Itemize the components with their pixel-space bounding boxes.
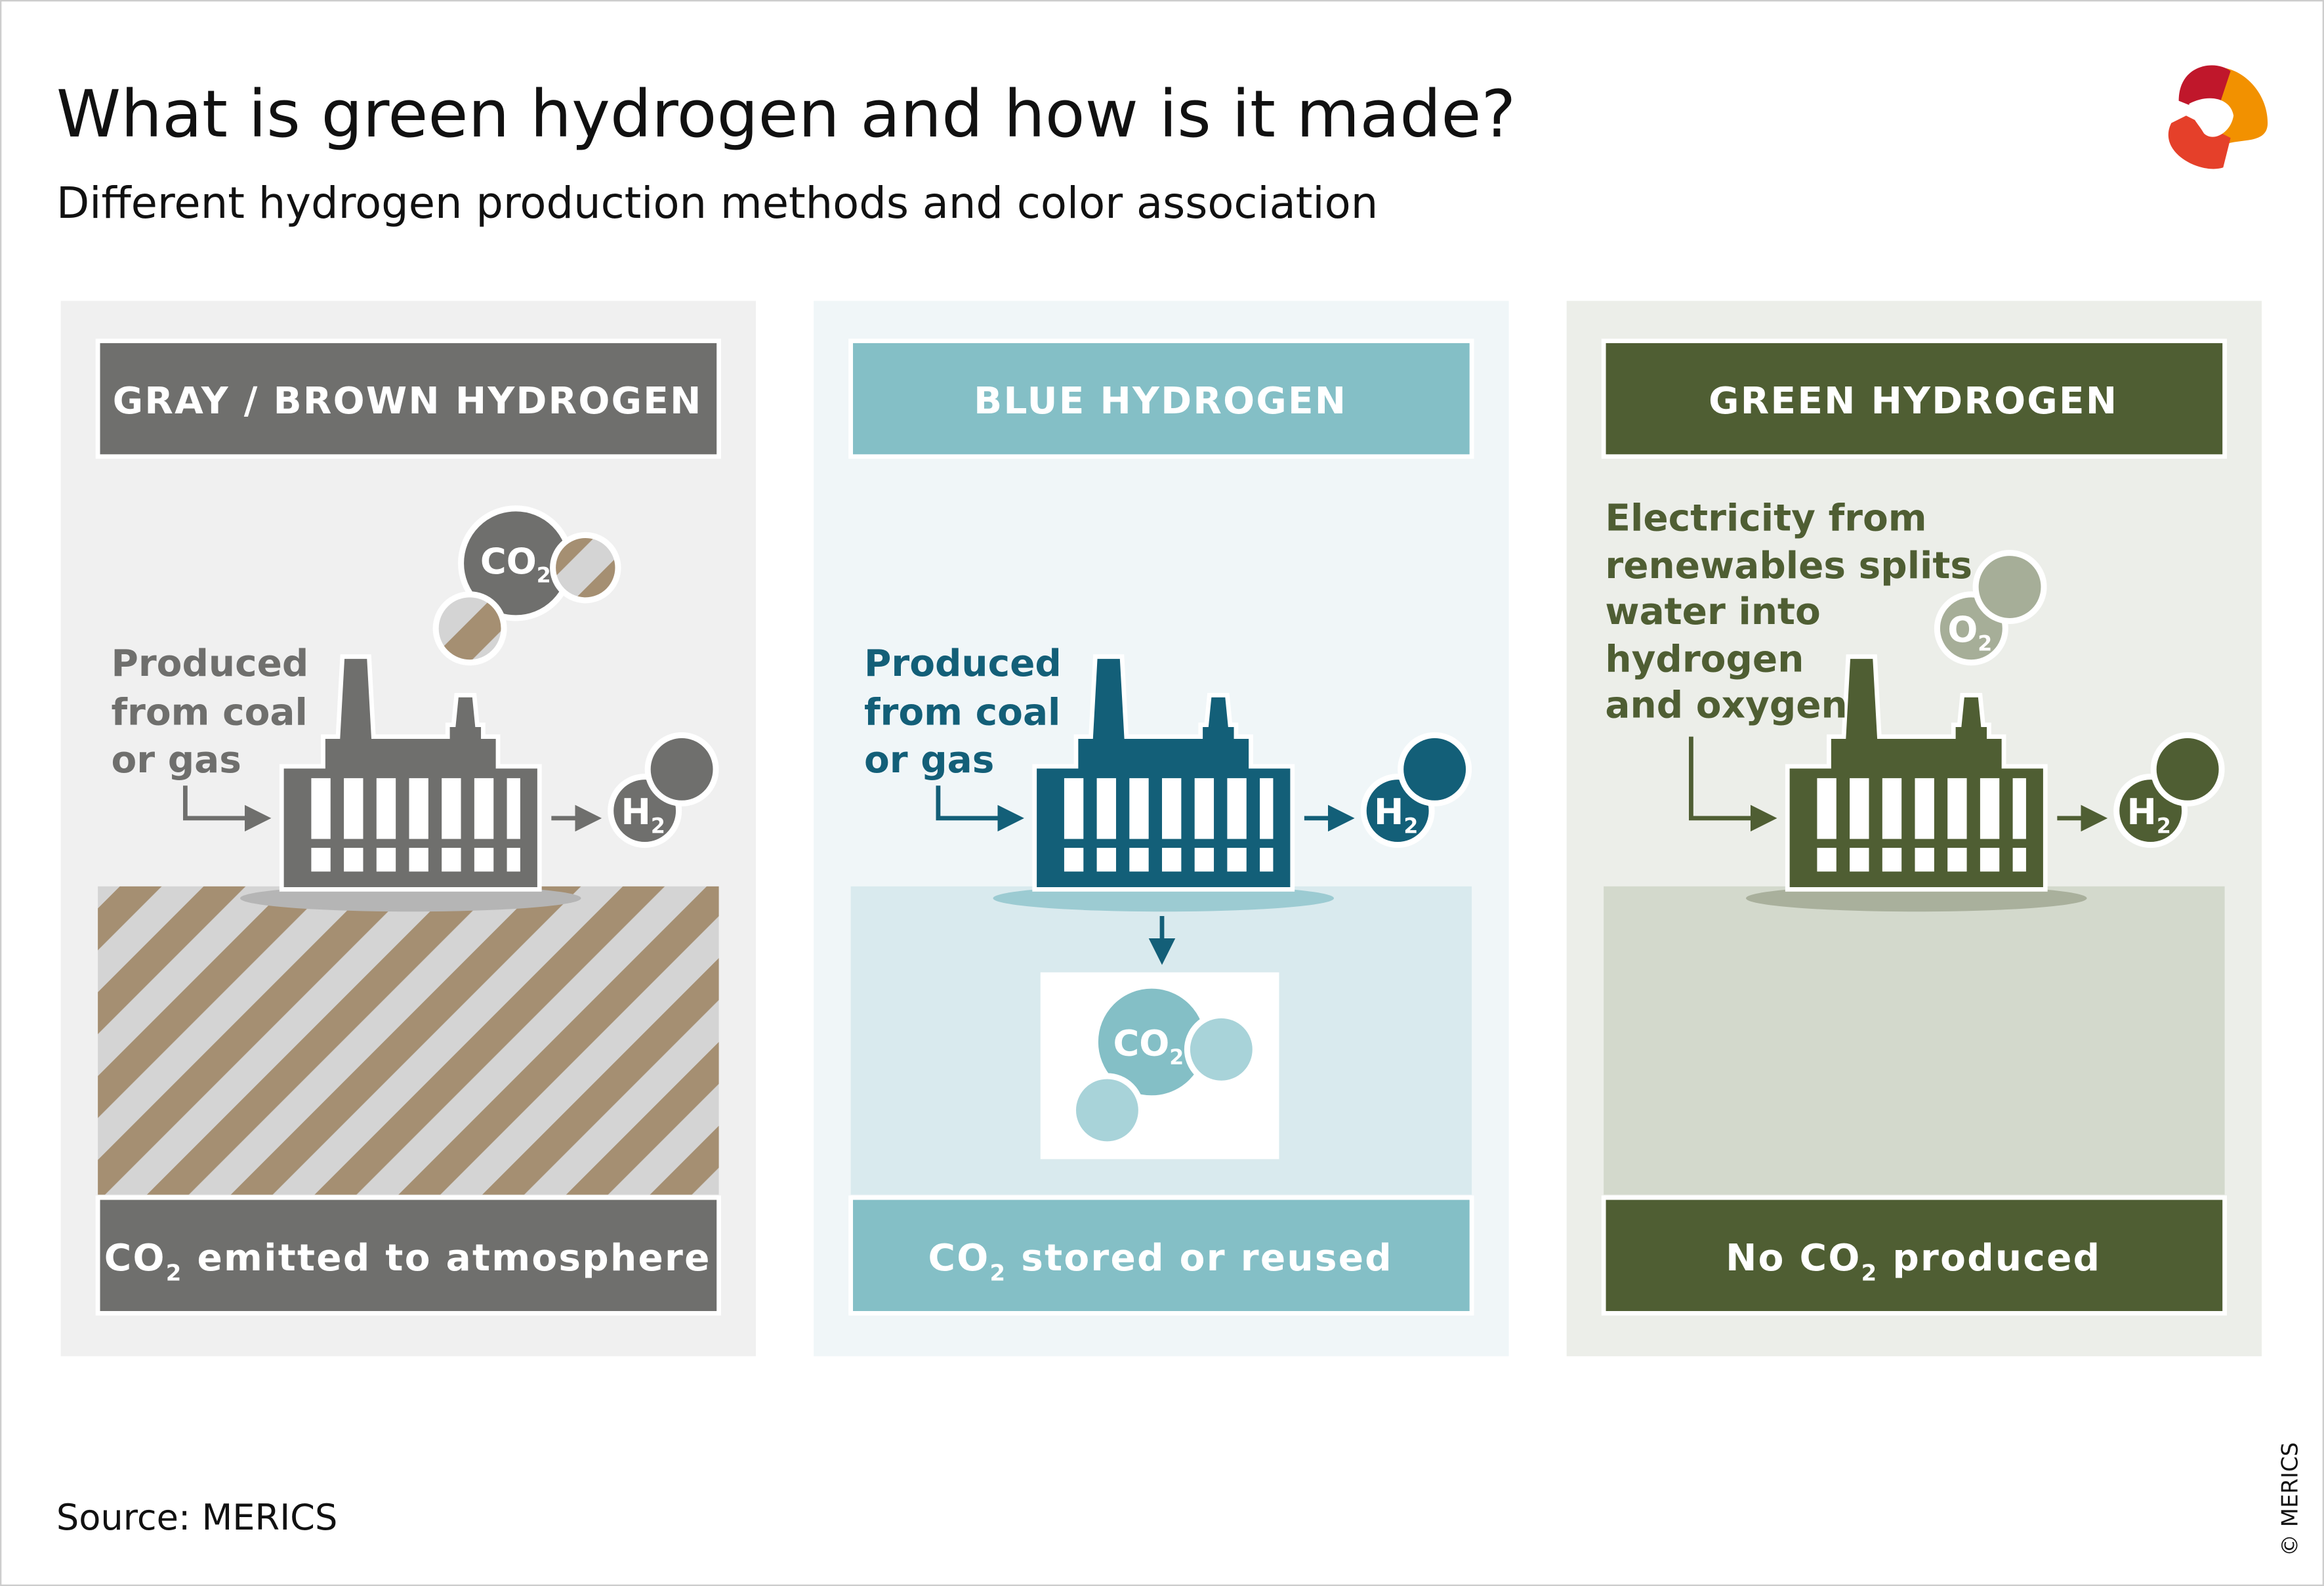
source-label: Produced xyxy=(111,642,308,685)
panel-blue: BLUE HYDROGEN Produced from coal or gas … xyxy=(814,301,1509,1356)
svg-text:CO2: CO2 xyxy=(1113,1022,1184,1070)
header-gray-brown xyxy=(95,339,721,459)
panel-gray-brown: GRAY / BROWN HYDROGEN Produced from coal… xyxy=(60,301,757,1356)
header-label: BLUE HYDROGEN xyxy=(974,380,1347,423)
source-label: renewables splits xyxy=(1605,545,1972,587)
panel-green: GREEN HYDROGEN Electricity from renewabl… xyxy=(1566,301,2262,1356)
source-note: Source: MERICS xyxy=(56,1497,338,1538)
svg-text:CO2 emitted to atmosphere: CO2 emitted to atmosphere xyxy=(104,1237,711,1286)
source-label: Electricity from xyxy=(1605,497,1926,540)
svg-text:No CO2 produced: No CO2 produced xyxy=(1726,1237,2101,1286)
merics-logo xyxy=(2168,65,2268,169)
source-label: Produced xyxy=(864,642,1062,685)
svg-text:H2: H2 xyxy=(2127,791,2171,839)
footer-green xyxy=(1601,1195,2228,1316)
copyright: © MERICS xyxy=(2277,1442,2302,1556)
input-arrow xyxy=(183,785,272,832)
source-label: from coal xyxy=(111,692,307,734)
h2-molecule-icon xyxy=(1360,732,1472,848)
footer-blue xyxy=(848,1195,1474,1316)
h2-molecule-icon xyxy=(608,732,719,848)
co2-molecule-icon xyxy=(1069,982,1258,1148)
co2-molecule-icon xyxy=(432,505,621,666)
page-subtitle: Different hydrogen production methods an… xyxy=(56,178,1378,228)
h2-molecule-icon xyxy=(2113,732,2225,848)
source-label: and oxygen xyxy=(1605,684,1847,726)
svg-text:O2: O2 xyxy=(1947,609,1992,656)
ground xyxy=(1604,886,2225,1195)
footer-gray-brown xyxy=(95,1195,721,1316)
ground-hatched xyxy=(98,886,719,1195)
header-green xyxy=(1601,339,2228,459)
input-arrow xyxy=(936,785,1024,832)
source-label: hydrogen xyxy=(1605,638,1804,680)
input-arrow xyxy=(1689,736,1777,832)
source-label: or gas xyxy=(864,739,994,782)
header-blue xyxy=(848,339,1474,459)
source-label: or gas xyxy=(111,739,241,782)
page-title: What is green hydrogen and how is it mad… xyxy=(56,77,1516,152)
header-label: GREEN HYDROGEN xyxy=(1709,380,2118,423)
header-label: GRAY / BROWN HYDROGEN xyxy=(113,380,703,423)
source-label: water into xyxy=(1605,591,1820,633)
source-label: from coal xyxy=(864,692,1060,734)
svg-text:CO2: CO2 xyxy=(480,541,551,588)
svg-text:CO2 stored or reused: CO2 stored or reused xyxy=(928,1237,1392,1286)
svg-text:H2: H2 xyxy=(621,791,665,839)
o2-molecule-icon xyxy=(1934,550,2047,666)
svg-text:H2: H2 xyxy=(1374,791,1418,839)
